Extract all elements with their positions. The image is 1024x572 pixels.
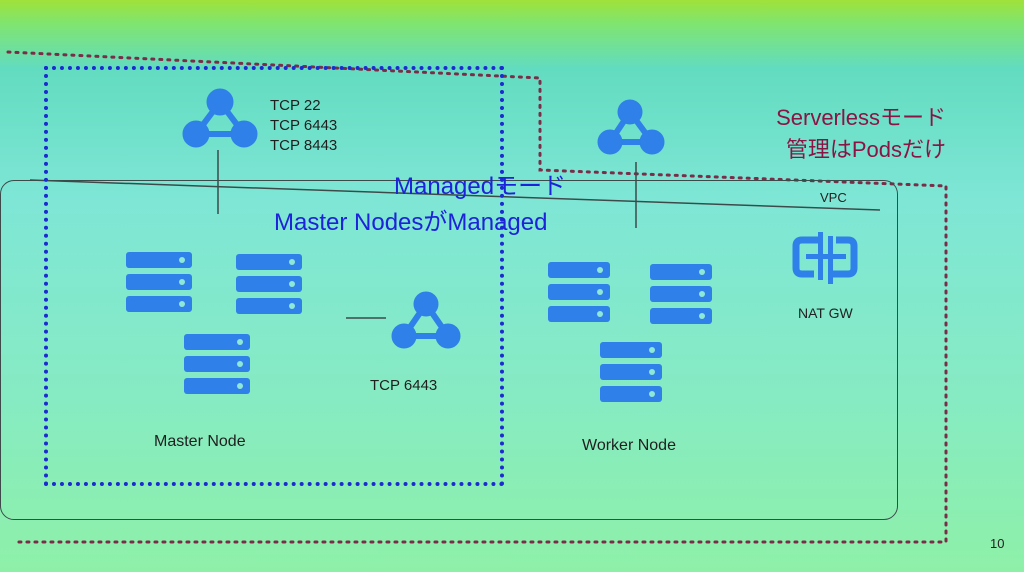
managed-mode-title: Managedモード	[394, 173, 567, 200]
serverless-mode-title: Serverlessモード 管理はPodsだけ	[700, 102, 946, 166]
nat-gw-label: NAT GW	[798, 305, 853, 321]
vpc-box	[0, 180, 898, 520]
managed-mode-subtitle: Master NodesがManaged	[274, 209, 548, 236]
managed-boundary	[44, 66, 504, 486]
worker-server-stack-icon	[548, 262, 610, 322]
port-tcp-6443: TCP 6443	[270, 117, 338, 134]
vpc-label: VPC	[820, 190, 847, 205]
master-node-label: Master Node	[154, 433, 246, 450]
nat-gateway-icon	[792, 232, 858, 284]
page-number: 10	[990, 536, 1005, 551]
master-server-stack-icon	[184, 334, 250, 394]
serverless-mode-line2: 管理はPodsだけ	[785, 137, 946, 162]
master-server-stack-icon	[126, 252, 192, 312]
port-tcp-8443: TCP 8443	[270, 137, 338, 154]
lb-port-label: TCP 6443	[370, 377, 438, 394]
serverless-mode-line1: Serverlessモード	[776, 105, 946, 130]
master-server-stack-icon	[236, 254, 302, 314]
serverless-share-triangle-icon	[597, 99, 665, 155]
master-port-list: TCP 22 TCP 6443 TCP 8443	[270, 96, 337, 156]
worker-node-label: Worker Node	[582, 437, 676, 454]
master-api-share-triangle-icon	[182, 88, 258, 148]
worker-server-stack-icon	[650, 264, 712, 324]
worker-server-stack-icon	[600, 342, 662, 402]
load-balancer-share-triangle-icon	[391, 291, 461, 349]
port-tcp-22: TCP 22	[270, 97, 321, 114]
